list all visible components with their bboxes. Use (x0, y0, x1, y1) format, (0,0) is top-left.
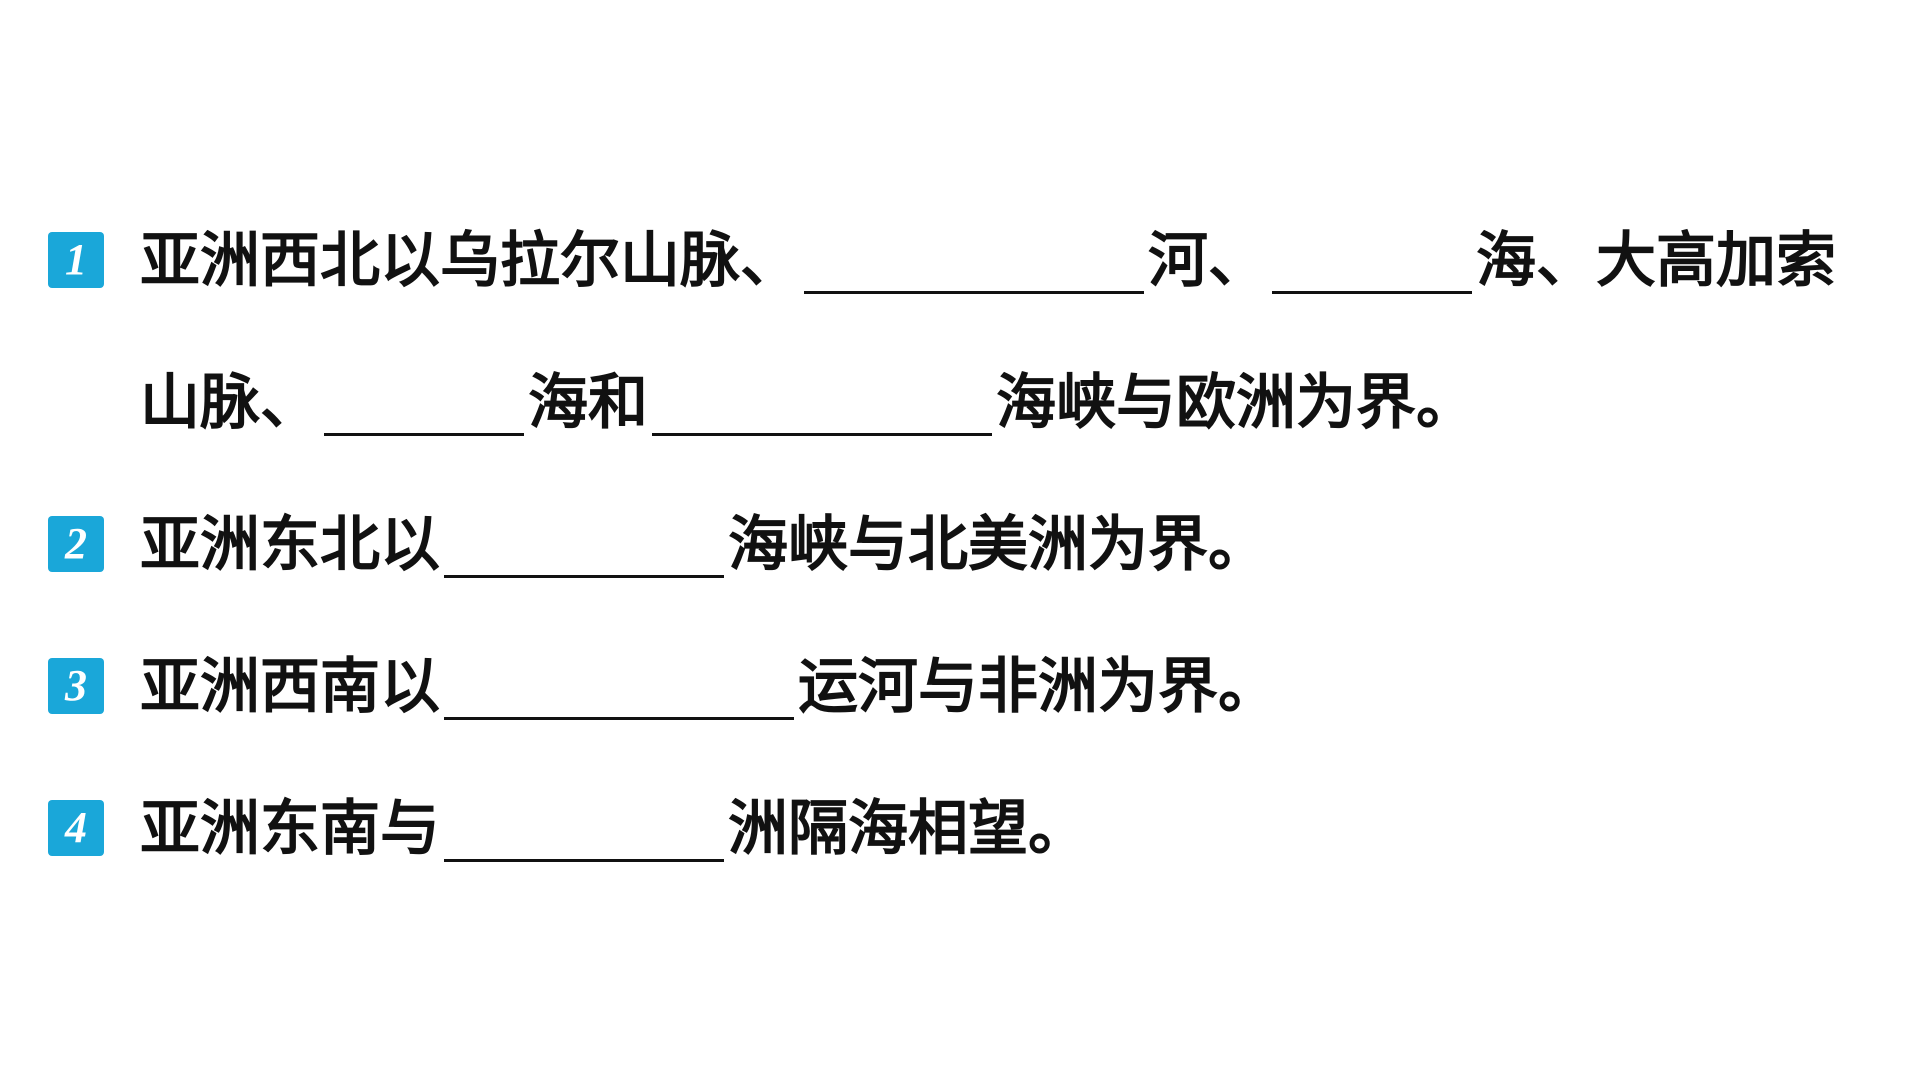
question-number-badge: 4 (48, 800, 104, 856)
question-3-line-1: 亚洲西南以 运河与非洲为界。 (140, 654, 1278, 720)
question-2-line-1: 亚洲东北以 海峡与北美洲为界。 (140, 512, 1268, 578)
question-text: 亚洲东北以 (140, 510, 440, 580)
question-text: 海峡与欧洲为界。 (996, 368, 1476, 438)
question-text: 亚洲东南与 (140, 794, 440, 864)
question-text: 洲隔海相望。 (728, 794, 1088, 864)
question-4-line-1: 亚洲东南与 洲隔海相望。 (140, 796, 1088, 862)
answer-blank[interactable] (1272, 239, 1472, 294)
question-text: 海和 (528, 368, 648, 438)
question-1-line-2: 山脉、 海和 海峡与欧洲为界。 (140, 370, 1476, 436)
question-text: 亚洲西北以乌拉尔山脉、 (140, 226, 800, 296)
question-number-badge: 3 (48, 658, 104, 714)
question-text: 山脉、 (140, 368, 320, 438)
answer-blank[interactable] (324, 381, 524, 436)
answer-blank[interactable] (652, 381, 992, 436)
question-1-line-1: 亚洲西北以乌拉尔山脉、 河、 海、大高加索 (140, 228, 1836, 294)
question-number-badge: 2 (48, 516, 104, 572)
question-text: 运河与非洲为界。 (798, 652, 1278, 722)
answer-blank[interactable] (444, 665, 794, 720)
question-text: 海峡与北美洲为界。 (728, 510, 1268, 580)
question-text: 亚洲西南以 (140, 652, 440, 722)
answer-blank[interactable] (804, 239, 1144, 294)
question-number-badge: 1 (48, 232, 104, 288)
question-text: 河、 (1148, 226, 1268, 296)
answer-blank[interactable] (444, 807, 724, 862)
question-text: 海、大高加索 (1476, 226, 1836, 296)
answer-blank[interactable] (444, 523, 724, 578)
